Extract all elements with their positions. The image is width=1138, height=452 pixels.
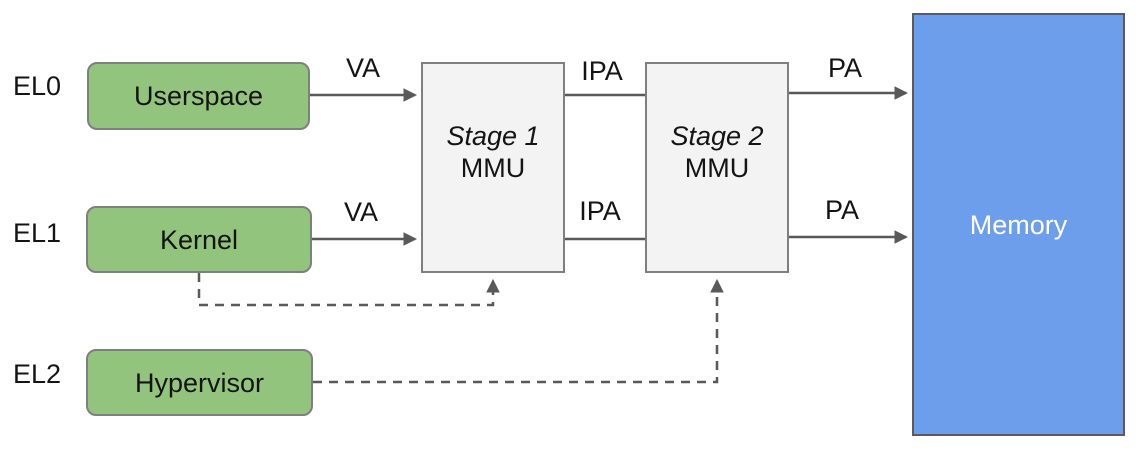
ipa-label-el1: IPA: [579, 196, 621, 226]
dashed-arrow-kernel-controls-stage1: [197, 273, 500, 307]
memory-label: Memory: [969, 209, 1068, 240]
stage2-mmu-label-line1: Stage 2: [670, 120, 764, 151]
kernel-label: Kernel: [159, 224, 239, 255]
pa-label-el0: PA: [827, 53, 863, 83]
stage1-mmu-label-line2: MMU: [460, 152, 526, 183]
userspace-box: Userspace: [87, 62, 310, 130]
stage1-mmu-box: Stage 1 MMU: [421, 62, 565, 273]
kernel-box: Kernel: [86, 206, 312, 273]
va-label-el1: VA: [343, 197, 379, 227]
dashed-arrow-hypervisor-controls-stage2: [313, 278, 724, 384]
el0-label: EL0: [13, 71, 62, 101]
hypervisor-label: Hypervisor: [134, 367, 265, 398]
stage2-mmu-label-line2: MMU: [684, 152, 750, 183]
stage2-mmu-box: Stage 2 MMU: [645, 62, 789, 273]
userspace-label: Userspace: [133, 81, 264, 111]
stage1-mmu-label-line1: Stage 1: [446, 120, 540, 151]
ipa-label-el0: IPA: [581, 56, 623, 86]
hypervisor-box: Hypervisor: [86, 349, 313, 416]
el1-label: EL1: [13, 218, 62, 248]
memory-box: Memory: [912, 13, 1125, 436]
el2-label: EL2: [13, 359, 62, 389]
va-label-el0: VA: [345, 53, 381, 83]
pa-label-el1: PA: [824, 195, 860, 225]
